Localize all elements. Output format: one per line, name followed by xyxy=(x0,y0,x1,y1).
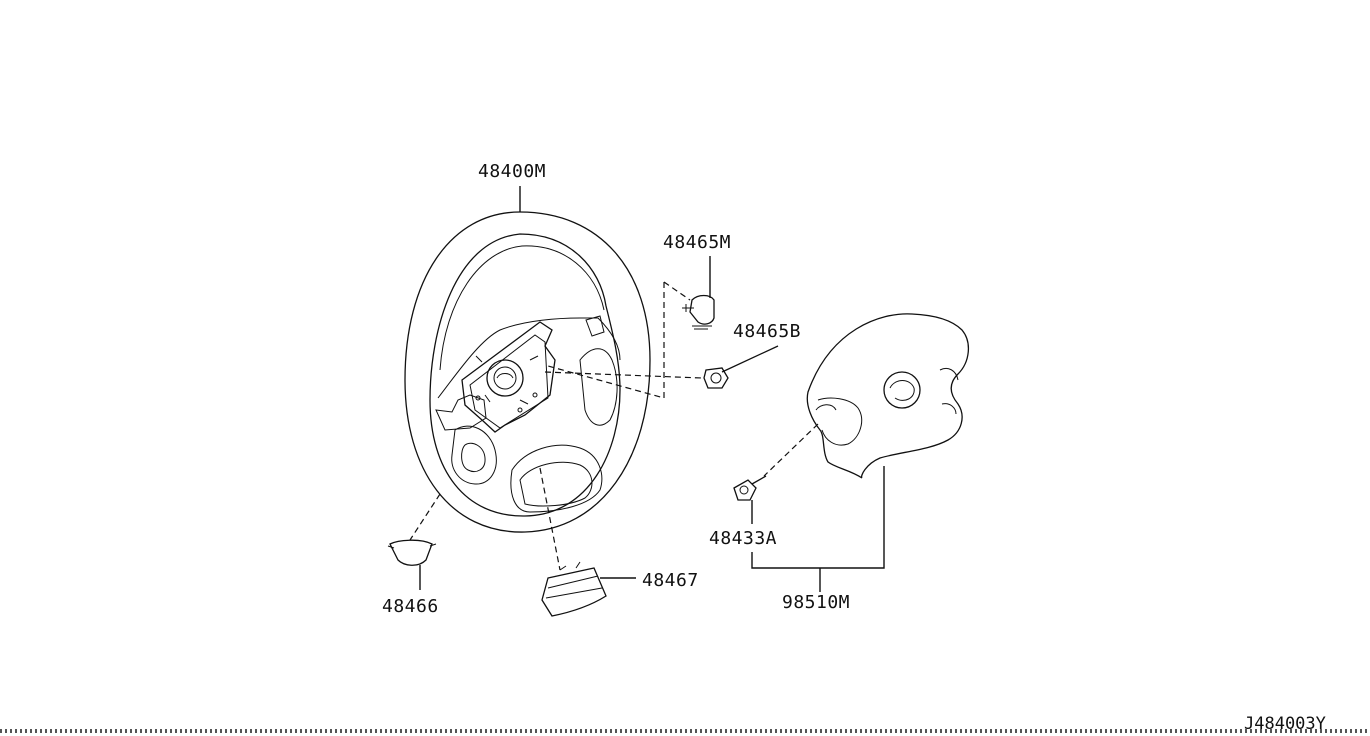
steering-wheel-drawing xyxy=(404,186,651,533)
emblem-clip-drawing xyxy=(682,256,715,330)
nut-drawing xyxy=(703,345,779,389)
label-98510M: 98510M xyxy=(782,592,850,613)
left-cover-drawing xyxy=(387,539,437,590)
label-48465B: 48465B xyxy=(733,321,801,342)
bolt-drawing xyxy=(733,475,767,501)
label-48466: 48466 xyxy=(382,596,439,617)
label-48400M: 48400M xyxy=(478,161,546,182)
label-48433A: 48433A xyxy=(709,528,777,549)
label-48465M: 48465M xyxy=(663,232,731,253)
assembly-lines xyxy=(409,281,819,571)
airbag-module-drawing xyxy=(733,313,969,592)
label-48467: 48467 xyxy=(642,570,699,591)
bottom-border xyxy=(0,729,1370,733)
lower-cover-drawing xyxy=(541,561,636,617)
